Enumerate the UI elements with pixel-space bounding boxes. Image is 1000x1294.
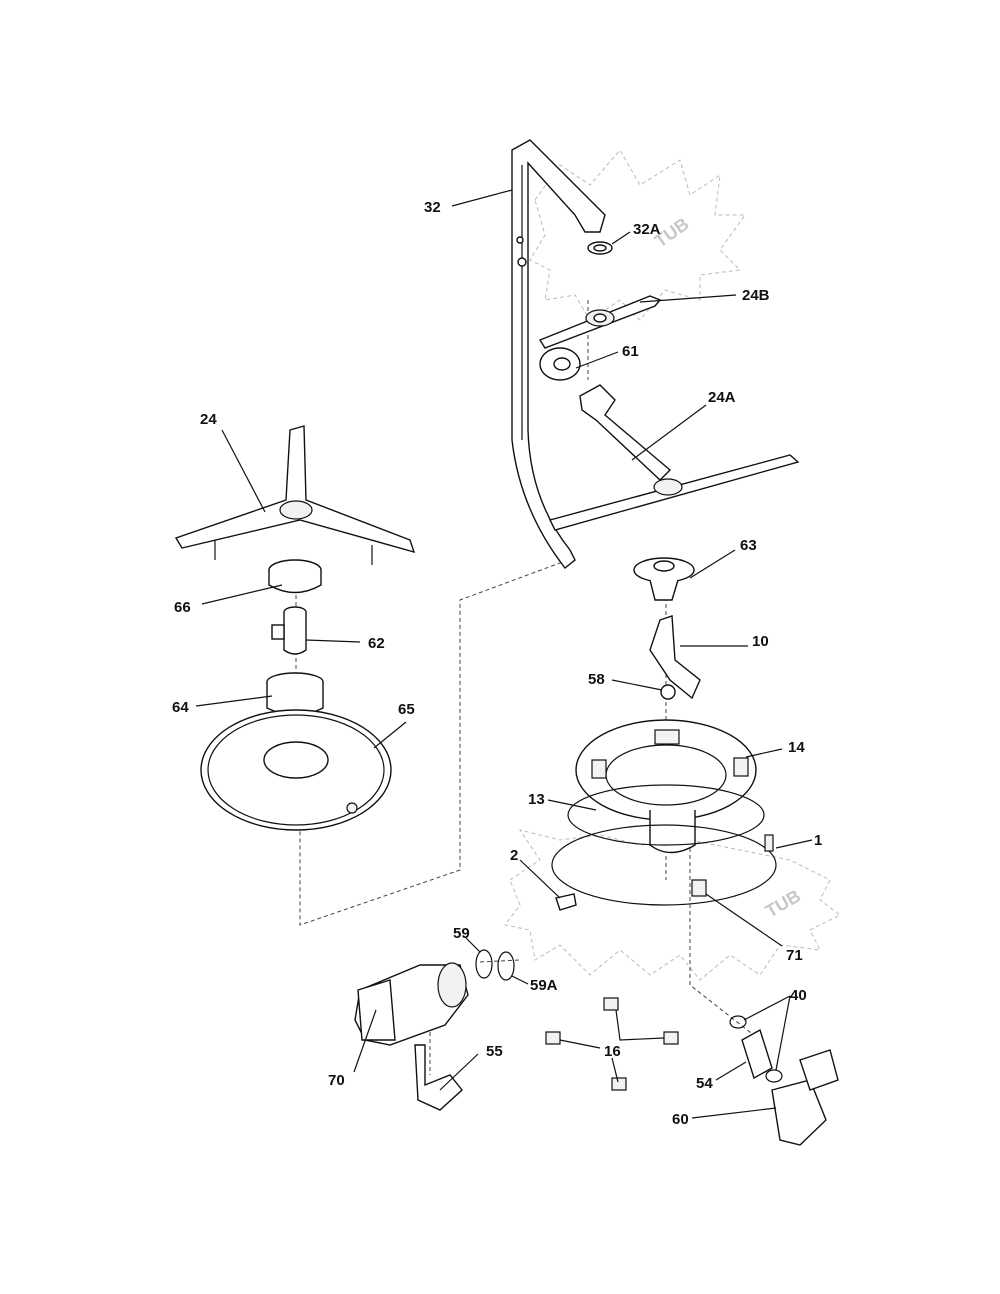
ring-1 — [551, 824, 777, 906]
label-65: 65 — [398, 701, 415, 718]
label-62: 62 — [368, 635, 385, 652]
label-13: 13 — [528, 791, 545, 808]
part-63 — [633, 557, 695, 601]
spray-arm-24 — [174, 425, 416, 565]
ball-58 — [660, 684, 676, 700]
label-14: 14 — [788, 739, 805, 756]
label-24: 24 — [200, 411, 217, 428]
label-32a: 32A — [633, 221, 661, 238]
part-71 — [691, 879, 707, 897]
label-66: 66 — [174, 599, 191, 616]
label-2: 2 — [510, 847, 518, 864]
supply-tube — [511, 139, 606, 569]
part-10 — [649, 615, 701, 700]
label-64: 64 — [172, 699, 189, 716]
clip-2 — [555, 893, 577, 911]
label-59: 59 — [453, 925, 470, 942]
label-63: 63 — [740, 537, 757, 554]
label-24a: 24A — [708, 389, 736, 406]
feet-16 — [545, 997, 679, 1091]
callout-labels: 32 32A 24B 61 24A 24 66 62 64 65 63 10 5… — [172, 199, 822, 1128]
disc-61 — [539, 347, 581, 381]
bracket-55 — [414, 1044, 463, 1111]
upper-spray-arm — [538, 295, 662, 349]
label-32: 32 — [424, 199, 441, 216]
tub-label-lower: TUB — [762, 886, 804, 922]
part-64 — [266, 672, 324, 716]
label-70: 70 — [328, 1072, 345, 1089]
label-58: 58 — [588, 671, 605, 688]
label-24b: 24B — [742, 287, 770, 304]
filter-plate-65 — [200, 709, 392, 831]
label-61: 61 — [622, 343, 639, 360]
drain-pump-60 — [771, 1049, 839, 1146]
label-1: 1 — [814, 832, 822, 849]
gasket-13 — [567, 784, 765, 846]
label-54: 54 — [696, 1075, 713, 1092]
label-71: 71 — [786, 947, 803, 964]
lower-spray-arm — [548, 384, 800, 531]
part-66 — [268, 559, 322, 594]
part-62 — [271, 606, 307, 655]
label-55: 55 — [486, 1043, 503, 1060]
hose-54 — [741, 1028, 773, 1080]
label-16: 16 — [604, 1043, 621, 1060]
label-40: 40 — [790, 987, 807, 1004]
motor-70 — [354, 962, 469, 1046]
sump-14 — [575, 719, 757, 854]
o-ring-59a — [497, 951, 515, 981]
label-59a: 59A — [530, 977, 558, 994]
label-60: 60 — [672, 1111, 689, 1128]
clamp-40b — [765, 1069, 783, 1083]
label-10: 10 — [752, 633, 769, 650]
leader-lines — [195, 189, 813, 1119]
o-ring-59 — [475, 949, 493, 979]
clamp-40a — [729, 1015, 747, 1029]
